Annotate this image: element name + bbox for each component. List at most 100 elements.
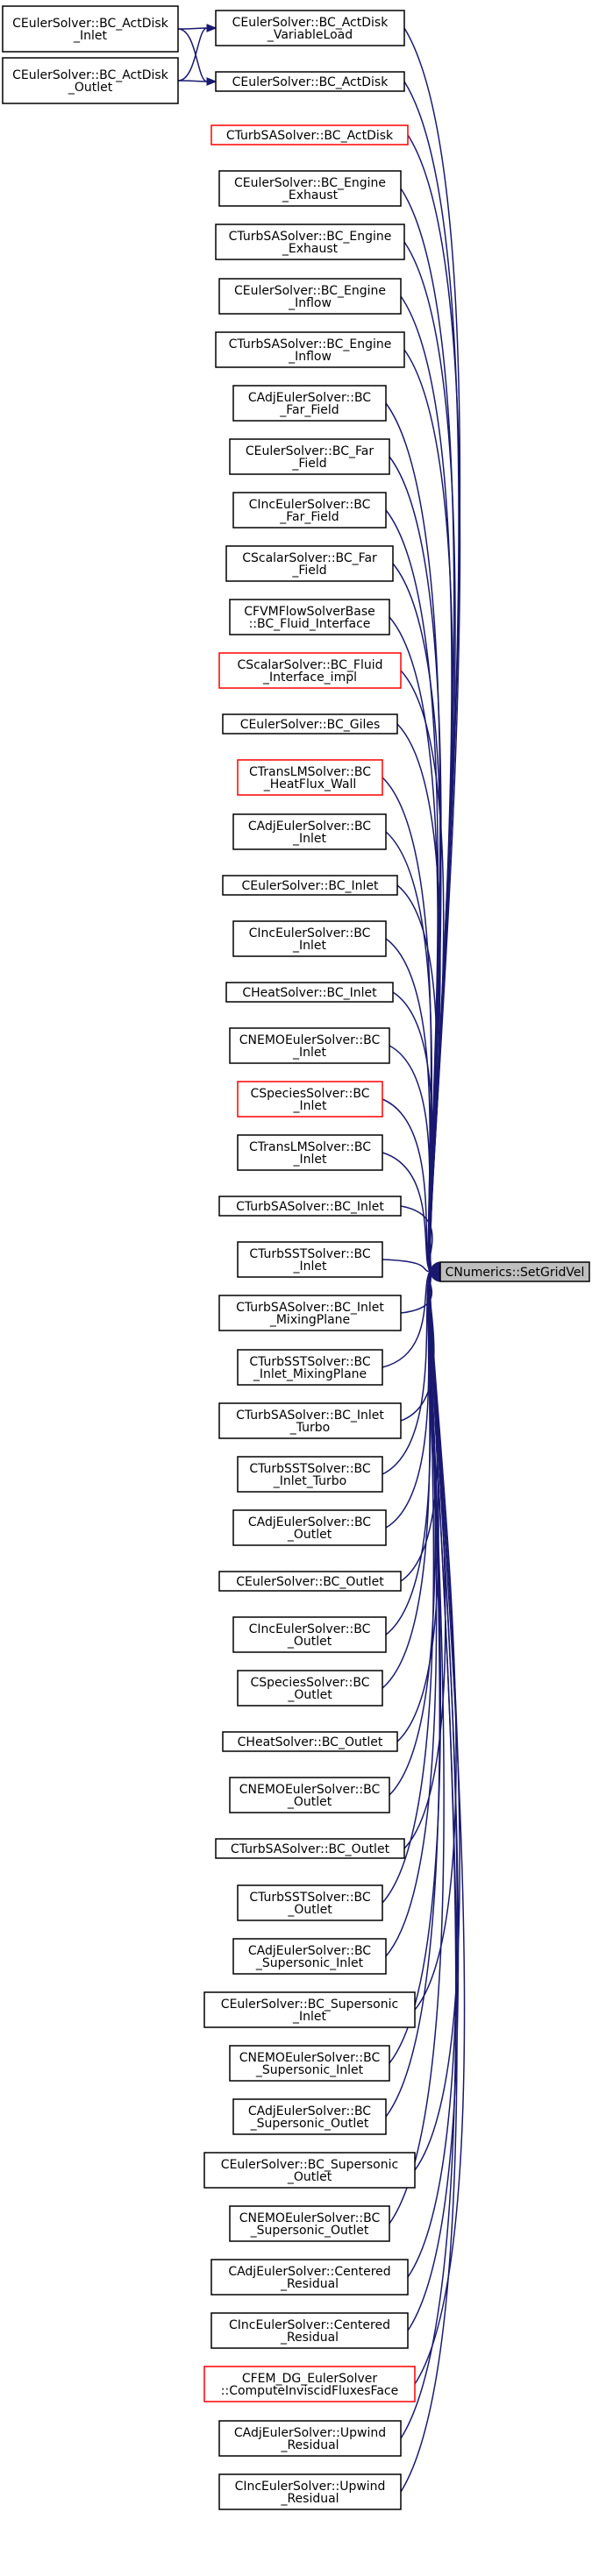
caller-node-cscalarsolver-bc-fluid-interface-impl-label-line: _Interface_impl xyxy=(262,671,357,685)
caller-node-cspeciessolver-bc-outlet[interactable]: CSpeciesSolver::BC_Outlet xyxy=(237,1670,383,1707)
target-node-setgridvel[interactable]: CNumerics::SetGridVel xyxy=(439,1261,590,1282)
caller-node-cnemoeulersolver-bc-supersonic-inlet[interactable]: CNEMOEulerSolver::BC_Supersonic_Inlet xyxy=(229,2045,390,2082)
graph-edges xyxy=(177,24,466,2493)
caller-node-cadjeulersolver-bc-inlet[interactable]: CAdjEulerSolver::BC_Inlet xyxy=(232,813,387,850)
caller-node-cheatsolver-bc-inlet-label-line: CHeatSolver::BC_Inlet xyxy=(242,986,377,1000)
caller-node-ceulersolver-bc-engine-exhaust[interactable]: CEulerSolver::BC_Engine_Exhaust xyxy=(218,170,402,207)
caller-node-ctranslmsolver-bc-inlet[interactable]: CTransLMSolver::BC_Inlet xyxy=(237,1134,383,1171)
caller-node-cadjeulersolver-bc-outlet-label-line: CAdjEulerSolver::BC xyxy=(248,1515,371,1529)
caller-node-cturbsstsolver-bc-inlet-mixingplane[interactable]: CTurbSSTSolver::BC_Inlet_MixingPlane xyxy=(237,1349,383,1386)
caller-node-cnemoeulersolver-bc-inlet-label-line: CNEMOEulerSolver::BC xyxy=(239,1033,381,1047)
graph-nodes: CEulerSolver::BC_ActDisk_VariableLoadCEu… xyxy=(2,5,590,2510)
caller-node-cnemoeulersolver-bc-inlet-label-line: _Inlet xyxy=(292,1046,327,1060)
caller-node-ceulersolver-bc-actdisk-outlet-label-line: _Outlet xyxy=(68,81,113,95)
caller-node-ceulersolver-bc-engine-inflow-label-line: CEulerSolver::BC_Engine xyxy=(234,284,386,298)
edge-ceulersolver-bc-actdisk-outlet-to-ceulersolver-bc-actdisk-variableload-arrowhead xyxy=(206,24,218,32)
caller-node-cinceulersolver-bc-outlet[interactable]: CIncEulerSolver::BC_Outlet xyxy=(232,1616,387,1653)
caller-node-ceulersolver-bc-inlet-label-line: CEulerSolver::BC_Inlet xyxy=(241,879,379,893)
caller-node-cheatsolver-bc-inlet-box xyxy=(225,982,394,1003)
caller-node-ceulersolver-bc-far-field[interactable]: CEulerSolver::BC_Far_Field xyxy=(229,438,390,475)
caller-node-cfvmflowsolverbase-bc-fluid-interface-label-line: ::BC_Fluid_Interface xyxy=(249,617,371,631)
caller-node-ceulersolver-bc-actdisk-outlet-box xyxy=(2,57,179,104)
caller-node-cnemoeulersolver-bc-outlet[interactable]: CNEMOEulerSolver::BC_Outlet xyxy=(229,1777,390,1813)
caller-node-cnemoeulersolver-bc-supersonic-inlet-label-line: _Supersonic_Inlet xyxy=(255,2063,364,2077)
caller-node-cturbsstsolver-bc-inlet-turbo-label-line: _Inlet_Turbo xyxy=(273,1474,347,1488)
caller-node-ceulersolver-bc-giles[interactable]: CEulerSolver::BC_Giles xyxy=(222,713,398,734)
caller-node-cscalarsolver-bc-far-field-label-line: CScalarSolver::BC_Far xyxy=(242,551,377,565)
caller-node-cinceulersolver-bc-far-field[interactable]: CIncEulerSolver::BC_Far_Field xyxy=(232,492,387,529)
caller-node-ceulersolver-bc-giles-label-line: CEulerSolver::BC_Giles xyxy=(240,718,381,732)
caller-node-cnemoeulersolver-bc-inlet[interactable]: CNEMOEulerSolver::BC_Inlet xyxy=(229,1027,390,1064)
edge-cadjeulersolver-bc-supersonic-outlet-line xyxy=(385,1271,441,2118)
caller-node-cturbsstsolver-bc-inlet-turbo[interactable]: CTurbSSTSolver::BC_Inlet_Turbo xyxy=(237,1456,383,1493)
caller-node-cturbsasolver-bc-engine-inflow-label-line: _Inflow xyxy=(288,350,332,364)
caller-node-ceulersolver-bc-engine-exhaust-label-line: CEulerSolver::BC_Engine xyxy=(234,176,386,190)
caller-node-cinceulersolver-bc-outlet-label-line: CIncEulerSolver::BC xyxy=(249,1622,371,1636)
caller-node-cspeciessolver-bc-inlet[interactable]: CSpeciesSolver::BC_Inlet xyxy=(237,1081,383,1118)
caller-node-cfvmflowsolverbase-bc-fluid-interface[interactable]: CFVMFlowSolverBase::BC_Fluid_Interface xyxy=(229,599,390,635)
caller-node-cadjeulersolver-bc-supersonic-outlet-label-line: _Supersonic_Outlet xyxy=(250,2117,369,2131)
caller-node-ceulersolver-bc-engine-inflow-box xyxy=(218,278,402,315)
caller-node-ceulersolver-bc-actdisk-outlet[interactable]: CEulerSolver::BC_ActDisk_Outlet xyxy=(2,57,179,104)
caller-node-ceulersolver-bc-actdisk[interactable]: CEulerSolver::BC_ActDisk xyxy=(215,71,405,92)
caller-node-cturbsasolver-bc-engine-inflow[interactable]: CTurbSASolver::BC_Engine_Inflow xyxy=(215,331,405,368)
caller-node-cnemoeulersolver-bc-inlet-box xyxy=(229,1027,390,1064)
caller-node-ceulersolver-bc-inlet[interactable]: CEulerSolver::BC_Inlet xyxy=(222,875,398,896)
caller-node-cinceulersolver-centered-residual[interactable]: CIncEulerSolver::Centered_Residual xyxy=(210,2312,409,2349)
caller-node-cnemoeulersolver-bc-supersonic-outlet[interactable]: CNEMOEulerSolver::BC_Supersonic_Outlet xyxy=(229,2205,390,2242)
caller-node-ceulersolver-bc-actdisk-variableload[interactable]: CEulerSolver::BC_ActDisk_VariableLoad xyxy=(215,10,405,46)
caller-node-cturbsstsolver-bc-outlet-box xyxy=(237,1884,383,1921)
caller-node-cfem-dg-eulersolver-computeinviscidfluxesface[interactable]: CFEM_DG_EulerSolver::ComputeInviscidFlux… xyxy=(203,2366,416,2402)
caller-node-ceulersolver-bc-actdisk-inlet[interactable]: CEulerSolver::BC_ActDisk_Inlet xyxy=(2,5,179,53)
caller-node-cinceulersolver-centered-residual-label-line: CIncEulerSolver::Centered xyxy=(229,2318,390,2332)
caller-node-cturbsasolver-bc-inlet-mixingplane-label-line: CTurbSASolver::BC_Inlet xyxy=(236,1301,384,1315)
caller-node-cnemoeulersolver-bc-supersonic-inlet-label-line: CNEMOEulerSolver::BC xyxy=(239,2051,381,2065)
caller-node-ceulersolver-bc-engine-inflow-label-line: _Inflow xyxy=(288,296,332,310)
caller-node-cturbsasolver-bc-engine-inflow-label-line: CTurbSASolver::BC_Engine xyxy=(229,337,392,351)
caller-node-cheatsolver-bc-outlet[interactable]: CHeatSolver::BC_Outlet xyxy=(222,1731,398,1752)
caller-node-cinceulersolver-upwind-residual[interactable]: CIncEulerSolver::Upwind_Residual xyxy=(218,2473,402,2510)
caller-node-cinceulersolver-bc-inlet[interactable]: CIncEulerSolver::BC_Inlet xyxy=(232,920,387,957)
caller-node-cinceulersolver-upwind-residual-box xyxy=(218,2473,402,2510)
caller-node-cturbsasolver-bc-inlet-turbo[interactable]: CTurbSASolver::BC_Inlet_Turbo xyxy=(218,1402,402,1439)
caller-node-cadjeulersolver-bc-far-field[interactable]: CAdjEulerSolver::BC_Far_Field xyxy=(232,385,387,422)
caller-node-cturbsasolver-bc-inlet-mixingplane[interactable]: CTurbSASolver::BC_Inlet_MixingPlane xyxy=(218,1295,402,1331)
caller-node-cadjeulersolver-centered-residual-label-line: _Residual xyxy=(280,2277,339,2291)
caller-node-cinceulersolver-bc-inlet-box xyxy=(232,920,387,957)
edge-cnemoeulersolver-bc-inlet-line xyxy=(389,1045,432,1273)
caller-node-ceulersolver-bc-supersonic-inlet[interactable]: CEulerSolver::BC_Supersonic_Inlet xyxy=(203,1991,416,2028)
caller-node-ceulersolver-bc-supersonic-outlet-label-line: CEulerSolver::BC_Supersonic xyxy=(221,2158,398,2172)
caller-node-ceulersolver-bc-supersonic-outlet[interactable]: CEulerSolver::BC_Supersonic_Outlet xyxy=(203,2152,416,2189)
caller-node-cturbsasolver-bc-actdisk-box xyxy=(210,124,409,145)
caller-node-cturbsasolver-bc-actdisk[interactable]: CTurbSASolver::BC_ActDisk xyxy=(210,124,409,145)
caller-node-ctranslmsolver-bc-heatflux-wall[interactable]: CTransLMSolver::BC_HeatFlux_Wall xyxy=(237,759,383,796)
caller-node-cadjeulersolver-bc-outlet-label-line: _Outlet xyxy=(287,1528,332,1542)
caller-node-cturbsstsolver-bc-inlet[interactable]: CTurbSSTSolver::BC_Inlet xyxy=(237,1241,383,1278)
caller-node-cturbsstsolver-bc-inlet-mixingplane-label-line: CTurbSSTSolver::BC xyxy=(249,1355,371,1369)
caller-node-cturbsasolver-bc-inlet[interactable]: CTurbSASolver::BC_Inlet xyxy=(218,1196,402,1217)
caller-node-cscalarsolver-bc-fluid-interface-impl-box xyxy=(218,652,402,689)
caller-node-ceulersolver-bc-supersonic-inlet-label-line: _Inlet xyxy=(292,2010,327,2024)
caller-node-cadjeulersolver-bc-supersonic-outlet[interactable]: CAdjEulerSolver::BC_Supersonic_Outlet xyxy=(232,2098,387,2135)
caller-node-cadjeulersolver-bc-supersonic-inlet[interactable]: CAdjEulerSolver::BC_Supersonic_Inlet xyxy=(232,1938,387,1975)
caller-node-cscalarsolver-bc-far-field[interactable]: CScalarSolver::BC_Far_Field xyxy=(225,545,394,582)
caller-node-ceulersolver-bc-supersonic-outlet-box xyxy=(203,2152,416,2189)
caller-node-cadjeulersolver-bc-outlet[interactable]: CAdjEulerSolver::BC_Outlet xyxy=(232,1509,387,1546)
edge-ceulersolver-bc-actdisk-outlet-to-ceulersolver-bc-actdisk-variableload xyxy=(177,24,218,82)
caller-node-ctranslmsolver-bc-inlet-label-line: CTransLMSolver::BC xyxy=(249,1140,371,1154)
caller-node-cturbsasolver-bc-outlet[interactable]: CTurbSASolver::BC_Outlet xyxy=(215,1838,405,1859)
caller-node-cturbsasolver-bc-engine-exhaust[interactable]: CTurbSASolver::BC_Engine_Exhaust xyxy=(215,224,405,260)
caller-node-ceulersolver-bc-engine-inflow[interactable]: CEulerSolver::BC_Engine_Inflow xyxy=(218,278,402,315)
caller-node-cturbsasolver-bc-engine-exhaust-box xyxy=(215,224,405,260)
caller-node-cadjeulersolver-centered-residual[interactable]: CAdjEulerSolver::Centered_Residual xyxy=(210,2259,409,2296)
caller-node-cscalarsolver-bc-fluid-interface-impl[interactable]: CScalarSolver::BC_Fluid_Interface_impl xyxy=(218,652,402,689)
caller-node-cturbsstsolver-bc-outlet[interactable]: CTurbSSTSolver::BC_Outlet xyxy=(237,1884,383,1921)
caller-node-cadjeulersolver-upwind-residual[interactable]: CAdjEulerSolver::Upwind_Residual xyxy=(218,2420,402,2457)
caller-node-cinceulersolver-bc-far-field-box xyxy=(232,492,387,529)
caller-node-cheatsolver-bc-inlet[interactable]: CHeatSolver::BC_Inlet xyxy=(225,982,394,1003)
edge-cnemoeulersolver-bc-supersonic-outlet-line xyxy=(389,1271,445,2225)
caller-node-ceulersolver-bc-outlet[interactable]: CEulerSolver::BC_Outlet xyxy=(218,1571,402,1592)
caller-node-cspeciessolver-bc-outlet-box xyxy=(237,1670,383,1707)
caller-node-cheatsolver-bc-outlet-box xyxy=(222,1731,398,1752)
caller-node-cinceulersolver-bc-far-field-label-line: _Far_Field xyxy=(279,510,339,524)
